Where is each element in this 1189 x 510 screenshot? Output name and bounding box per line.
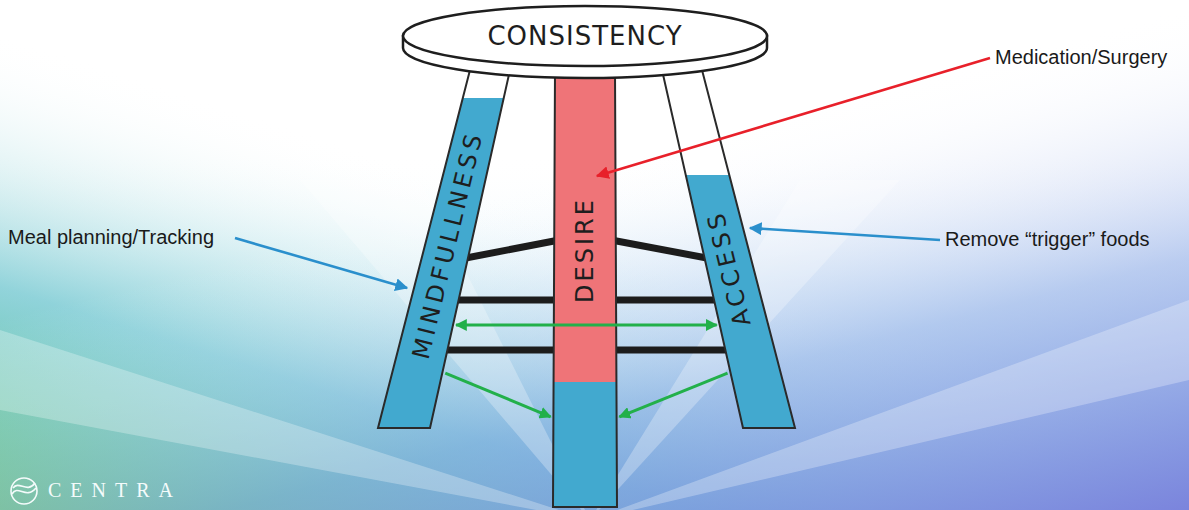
leg-label: DESIRE — [572, 197, 598, 303]
connector-arrow — [619, 373, 727, 417]
logo-wave — [12, 488, 36, 494]
logo-symbol — [11, 478, 37, 504]
connector-arrow — [445, 373, 550, 417]
seat-label: CONSISTENCY — [487, 22, 682, 51]
leg-band — [376, 98, 512, 428]
leg-fill — [376, 70, 512, 428]
stool-seat: CONSISTENCY — [400, 2, 770, 86]
leader-arrow — [235, 238, 407, 288]
leader-arrow — [750, 228, 940, 240]
leg-outline — [553, 70, 617, 507]
leg-band — [660, 70, 797, 175]
logo-wave — [13, 483, 35, 488]
callout-text: Remove “trigger” foods — [945, 228, 1150, 251]
leg-band — [660, 175, 797, 428]
seat-top — [403, 6, 767, 66]
connector-arrow — [456, 324, 717, 327]
leg-fill — [660, 70, 797, 428]
stool-leg: ACCESS — [660, 68, 797, 430]
leg-band — [551, 382, 619, 507]
connector-group — [445, 325, 727, 417]
leg-band — [551, 70, 619, 382]
callout-text: Meal planning/Tracking — [8, 226, 214, 249]
leader-arrow — [597, 58, 990, 176]
stool-leg: MINDFULLNESS — [376, 68, 512, 430]
logo-text: CENTRA — [48, 479, 182, 502]
logo-circle — [11, 478, 37, 504]
stool-leg: DESIRE — [551, 68, 619, 509]
callout-text: Medication/Surgery — [995, 46, 1167, 69]
leg-outline — [662, 70, 795, 428]
leg-outline — [378, 70, 510, 428]
leg-fill — [551, 70, 619, 507]
